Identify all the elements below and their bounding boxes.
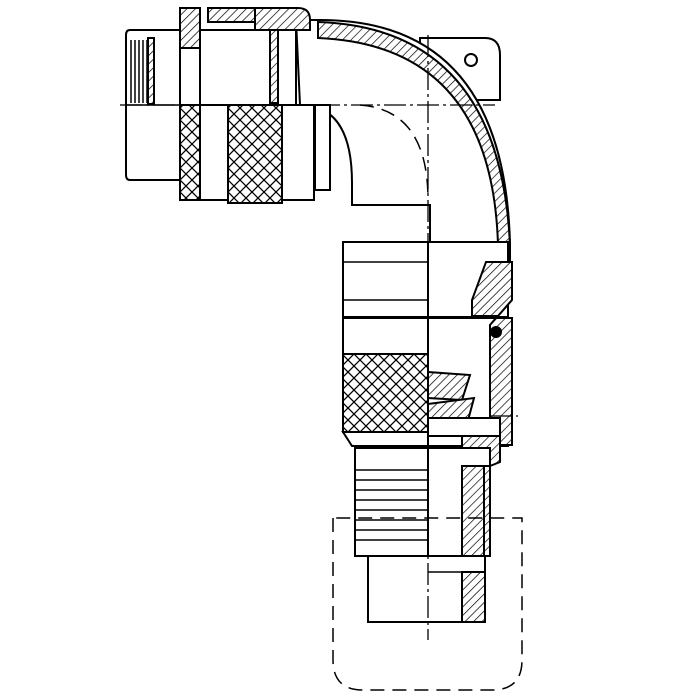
body-nut — [341, 241, 513, 469]
knurled-clamp — [342, 353, 429, 433]
cable-tube — [367, 555, 486, 623]
cable-envelope — [332, 517, 523, 691]
threaded-section — [354, 447, 491, 557]
flange-ring — [179, 7, 201, 201]
o-ring — [490, 326, 502, 338]
mounting-hole — [464, 53, 478, 67]
coupling-nut — [199, 7, 315, 204]
knurled-grip — [227, 104, 283, 204]
